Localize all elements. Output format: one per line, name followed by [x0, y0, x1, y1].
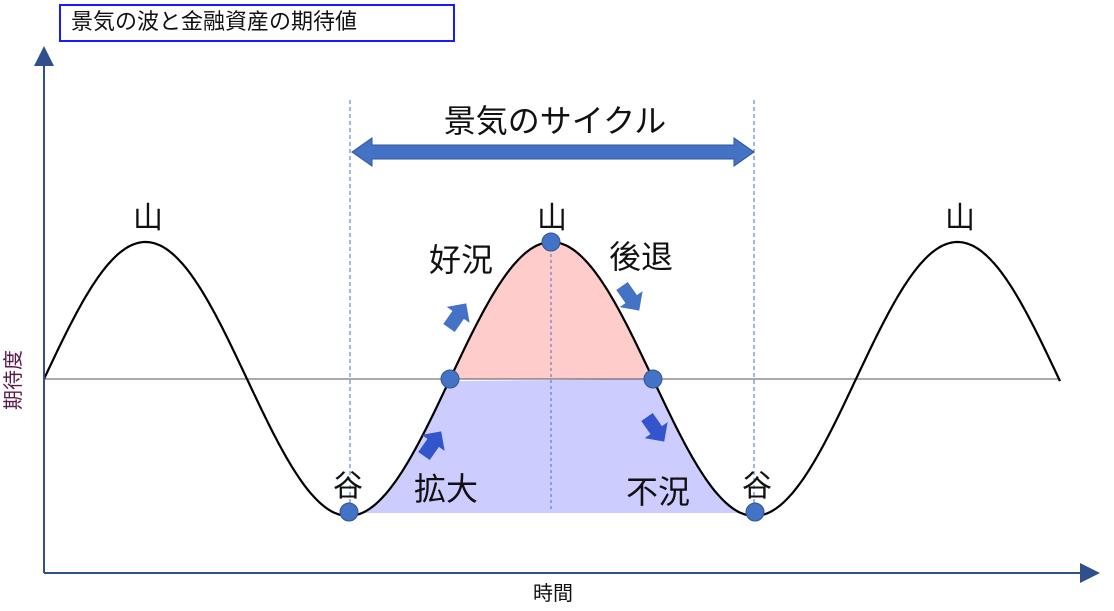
trough-point-left: [339, 502, 359, 522]
phase-depression: 不況: [626, 473, 690, 511]
diagram-title: 景気の波と金融資産の期待値: [59, 4, 455, 42]
peak-point: [541, 232, 561, 252]
boom-arrow-icon: [443, 303, 470, 333]
trough-label-right: 谷: [742, 469, 772, 504]
expansion-arrow-icon: [418, 431, 445, 461]
peak-label-center: 山: [537, 201, 567, 236]
upcross-point: [440, 369, 460, 389]
lower-region-fill: [349, 379, 755, 516]
x-axis-label: 時間: [533, 581, 573, 605]
cycle-double-arrow: [351, 137, 755, 167]
trough-label-left: 谷: [333, 469, 363, 504]
peak-label-left: 山: [133, 201, 163, 236]
downcross-point: [643, 369, 663, 389]
phase-recession: 後退: [609, 238, 673, 276]
phase-boom: 好況: [429, 241, 493, 279]
depression-arrow-icon: [641, 412, 668, 442]
recession-arrow-icon: [616, 281, 643, 311]
y-axis-label: 期待度: [1, 350, 25, 410]
trough-point-right: [745, 502, 765, 522]
phase-expansion: 拡大: [414, 470, 478, 508]
peak-label-right: 山: [945, 201, 975, 236]
cycle-label: 景気のサイクル: [444, 102, 666, 140]
